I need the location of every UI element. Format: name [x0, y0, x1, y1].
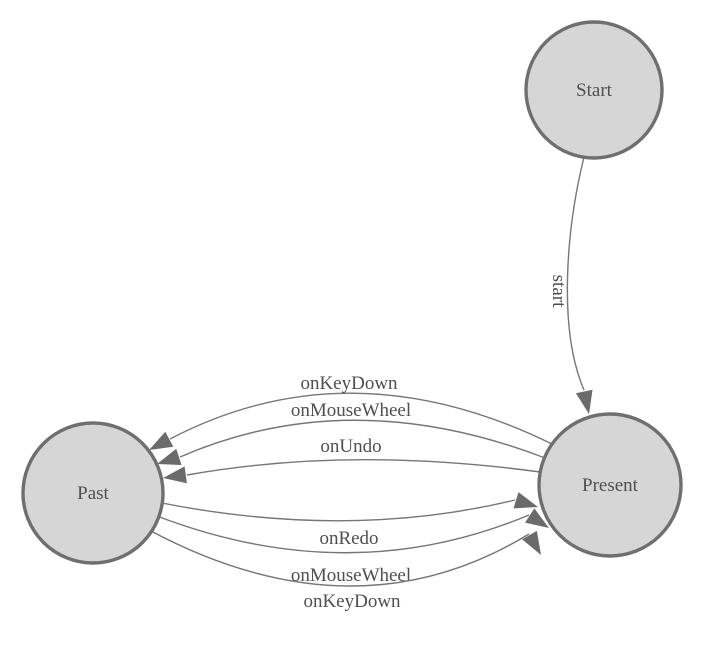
node-present-label: Present — [582, 475, 639, 496]
arrowhead-past-to-present-onkeydown — [522, 530, 541, 555]
arrowhead-present-to-past-onkeydown — [149, 431, 174, 450]
edge-label-onkeydown-top: onKeyDown — [300, 373, 398, 394]
node-start[interactable]: Start — [524, 20, 664, 160]
edge-past-to-present-onmousewheel-line[interactable] — [156, 514, 530, 554]
node-present-circle[interactable] — [537, 412, 683, 558]
edge-label-onmousewheel-bottom: onMouseWheel — [291, 565, 411, 586]
node-present[interactable]: Present — [537, 412, 683, 558]
node-past-circle[interactable] — [21, 421, 165, 565]
edge-label-onmousewheel-top: onMouseWheel — [291, 400, 411, 421]
edge-present-to-past-onundo-line[interactable] — [186, 459, 541, 476]
node-start-label: Start — [576, 80, 613, 101]
edge-label-onredo: onRedo — [319, 528, 378, 549]
edge-start-to-present-line[interactable] — [566, 156, 585, 391]
arrowhead-present-to-past-onmousewheel — [157, 448, 182, 465]
edge-present-to-past-onmousewheel-line[interactable] — [179, 419, 546, 459]
node-past-label: Past — [77, 483, 109, 504]
edge-label-onkeydown-bottom: onKeyDown — [303, 591, 401, 612]
edge-label-onundo: onUndo — [320, 436, 381, 457]
edge-past-to-present-onkeydown: onKeyDown — [148, 529, 541, 612]
edge-present-to-past-onundo: onUndo — [163, 436, 541, 484]
arrowhead-past-to-present-onredo — [513, 492, 538, 509]
edge-present-to-past-onkeydown: onKeyDown — [149, 373, 553, 450]
edge-past-to-present-onredo-line[interactable] — [161, 499, 516, 522]
edge-past-to-present-onkeydown-line[interactable] — [148, 529, 530, 587]
node-start-circle[interactable] — [524, 20, 664, 160]
edge-past-to-present-onmousewheel: onMouseWheel — [156, 508, 549, 586]
edge-start-to-present: start — [548, 156, 593, 414]
edge-label-start: start — [548, 275, 569, 308]
edge-present-to-past-onmousewheel: onMouseWheel — [157, 400, 546, 465]
edge-present-to-past-onkeydown-line[interactable] — [169, 392, 553, 445]
arrowhead-start-to-present — [575, 389, 593, 414]
arrowhead-past-to-present-onmousewheel — [525, 508, 549, 528]
arrowhead-present-to-past-onundo — [163, 466, 187, 484]
node-past[interactable]: Past — [21, 421, 165, 565]
edge-past-to-present-onredo: onRedo — [161, 492, 538, 549]
